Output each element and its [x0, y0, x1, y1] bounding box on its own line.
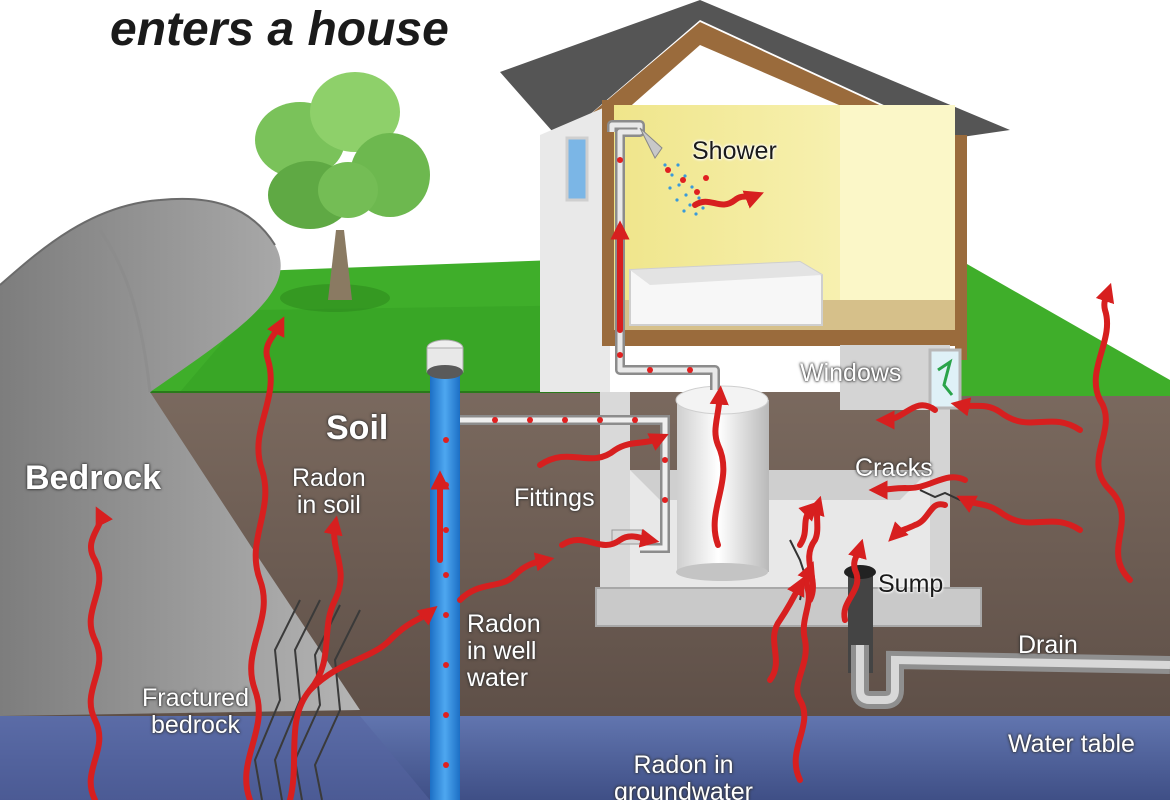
shower-head — [639, 127, 663, 159]
shower-spray — [663, 163, 705, 216]
label-fittings: Fittings — [514, 484, 595, 512]
floor-beam — [602, 330, 967, 346]
roof — [500, 0, 1010, 140]
label-shower: Shower — [692, 137, 777, 165]
label-soil: Soil — [326, 409, 389, 447]
label-bedrock: Bedrock — [25, 459, 162, 497]
label-windows: Windows — [800, 359, 902, 387]
bedrock-area — [0, 197, 430, 800]
well-pipe — [430, 368, 460, 800]
diagram-title: enters a house — [110, 3, 449, 56]
house-side-wall — [540, 105, 610, 392]
label-water-table: Water table — [1008, 730, 1135, 758]
pipe-radon-dots — [492, 157, 709, 503]
label-sump: Sump — [878, 570, 944, 598]
bedrock-underwater — [0, 716, 430, 800]
label-cracks: Cracks — [855, 454, 933, 482]
radon-arrows — [87, 190, 1133, 800]
label-fractured-bedrock: Fractured bedrock — [142, 684, 249, 739]
label-radon-in-well-water: Radon in well water — [467, 610, 541, 692]
tree — [255, 72, 430, 312]
label-drain: Drain — [1018, 631, 1078, 659]
label-radon-in-soil: Radon in soil — [292, 464, 366, 519]
bedrock-rock — [0, 198, 360, 716]
label-radon-in-groundwater: Radon in groundwater — [614, 751, 753, 800]
grass-right — [960, 260, 1170, 396]
window-side — [565, 136, 589, 202]
well — [426, 339, 464, 800]
